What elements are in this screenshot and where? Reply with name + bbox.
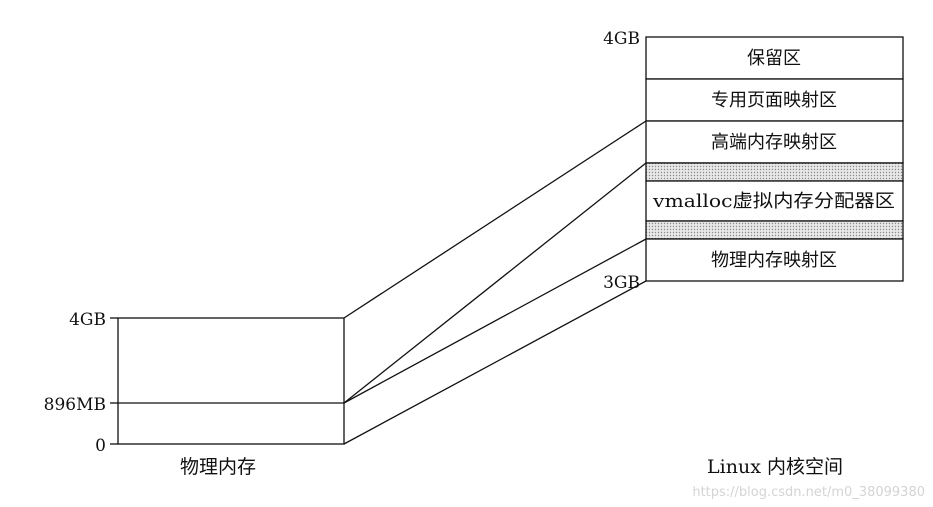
zone-fixmap-label: 专用页面映射区 <box>711 90 837 111</box>
kernel-space-column <box>645 36 904 282</box>
kernel-tick-4gb: 4GB <box>603 29 640 49</box>
map-line-top <box>343 120 647 319</box>
zone-vmalloc-label: vmalloc虚拟内存分配器区 <box>652 191 895 212</box>
map-line-highmem <box>343 162 647 404</box>
map-line-vmalloc-bottom <box>343 238 647 404</box>
zone-direct-map-label: 物理内存映射区 <box>711 250 837 271</box>
gap-upper <box>645 162 904 182</box>
zone-highmem-map <box>645 120 904 164</box>
gap-lower <box>645 220 904 240</box>
kernel-space-caption: Linux 内核空间 <box>707 456 843 478</box>
physical-memory-rect <box>117 317 345 445</box>
physical-tick-0: 0 <box>95 436 106 456</box>
zone-vmalloc <box>645 180 904 222</box>
zone-reserved-label: 保留区 <box>747 48 801 69</box>
map-line-bottom <box>343 280 647 445</box>
zone-reserved <box>645 36 904 80</box>
physical-tick-4gb: 4GB <box>69 310 106 330</box>
physical-memory-box <box>110 317 345 445</box>
watermark: https://blog.csdn.net/m0_38099380 <box>692 485 925 500</box>
mapping-lines <box>343 120 647 445</box>
kernel-tick-3gb: 3GB <box>603 273 640 293</box>
zone-highmem-map-label: 高端内存映射区 <box>711 132 837 153</box>
physical-tick-896mb: 896MB <box>44 395 106 415</box>
physical-memory-caption: 物理内存 <box>180 456 256 478</box>
zone-direct-map <box>645 238 904 282</box>
